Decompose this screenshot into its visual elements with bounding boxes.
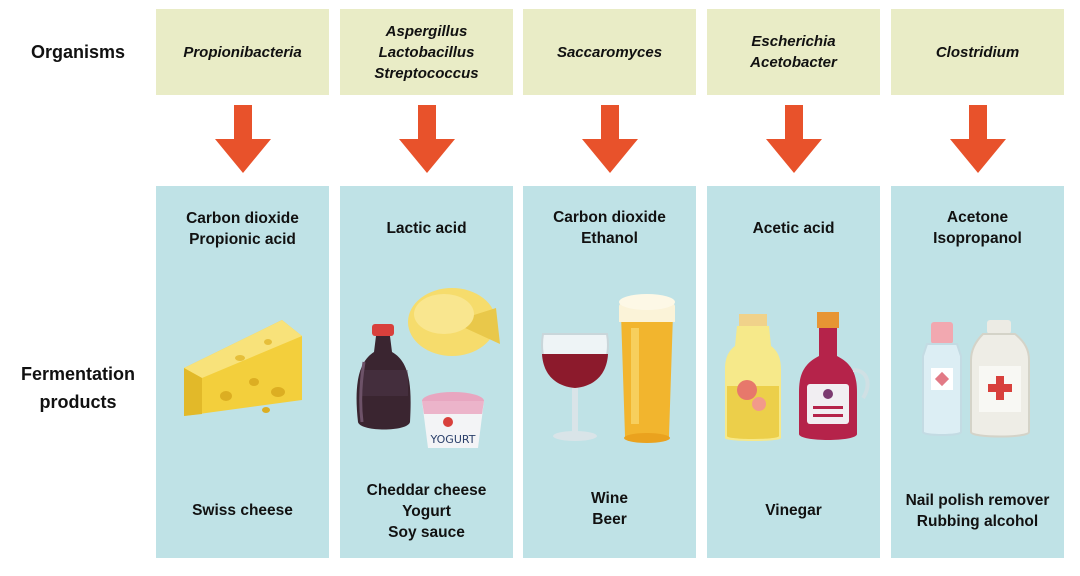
down-arrow-icon	[582, 105, 638, 173]
food-name: Rubbing alcohol	[916, 513, 1039, 530]
swiss-cheese-icon	[184, 320, 302, 416]
organism-name: Propionibacteria	[183, 43, 302, 61]
organisms-label-text: Organisms	[30, 42, 126, 62]
product-box-4: Acetic acid Vinegar	[707, 186, 880, 558]
food-name: Vinegar	[765, 502, 822, 519]
fermentation-products: Carbon dioxide Ethanol	[523, 207, 696, 249]
apple-vinegar-bottle-icon	[725, 314, 781, 441]
wine-vinegar-bottle-icon	[799, 312, 870, 440]
food-examples: Nail polish remover Rubbing alcohol	[891, 490, 1064, 532]
food-name: Swiss cheese	[192, 502, 293, 519]
organism-name: Escherichia	[751, 33, 836, 50]
product-name: Carbon dioxide	[186, 210, 299, 227]
soy-sauce-bottle-icon	[356, 324, 411, 430]
organisms-row-label: Organisms	[0, 38, 156, 66]
nail-polish-remover-bottle-icon	[922, 322, 962, 436]
down-arrow-icon	[950, 105, 1006, 173]
down-arrow-icon	[399, 105, 455, 173]
food-name: Yogurt	[402, 503, 451, 520]
lactic-acid-foods-illustration: YOGURT	[356, 288, 500, 448]
food-examples: Swiss cheese	[156, 500, 329, 521]
product-name: Carbon dioxide	[553, 209, 666, 226]
fermentation-products: Carbon dioxide Propionic acid	[156, 208, 329, 250]
organism-name: Streptococcus	[374, 64, 479, 82]
product-box-5: Acetone Isopropanol Nail polish remover …	[891, 186, 1064, 558]
food-name: Beer	[592, 511, 627, 528]
organism-name: Saccaromyces	[556, 43, 663, 61]
fermentation-products: Acetone Isopropanol	[891, 207, 1064, 249]
food-name: Cheddar cheese	[366, 482, 487, 499]
yogurt-cup-icon: YOGURT	[422, 392, 484, 448]
product-name: Isopropanol	[933, 230, 1022, 247]
fermentation-label-line1: Fermentation	[20, 364, 135, 384]
product-box-3: Carbon dioxide Ethanol Wine Beer	[523, 186, 696, 558]
food-examples: Cheddar cheese Yogurt Soy sauce	[340, 480, 513, 543]
organism-box-2: Aspergillus Lactobacillus Streptococcus	[340, 9, 513, 95]
fermentation-products: Lactic acid	[340, 218, 513, 239]
organism-box-3: Saccaromyces	[523, 9, 696, 95]
organism-name: Aspergillus	[385, 22, 468, 40]
product-name: Lactic acid	[386, 220, 467, 237]
down-arrow-icon	[766, 105, 822, 173]
product-box-2: Lactic acid YOGURT Cheddar cheese Yogurt…	[340, 186, 513, 558]
fermentation-products: Acetic acid	[707, 218, 880, 239]
product-name: Ethanol	[581, 230, 638, 247]
rubbing-alcohol-bottle-icon	[970, 320, 1030, 438]
food-name: Wine	[591, 490, 628, 507]
food-examples: Vinegar	[707, 500, 880, 521]
beer-glass-icon	[619, 294, 675, 443]
product-name: Acetone	[946, 209, 1009, 226]
alcoholic-drinks-illustration	[541, 294, 675, 443]
solvents-illustration	[922, 320, 1030, 438]
wine-glass-icon	[541, 333, 609, 441]
product-name: Propionic acid	[189, 231, 296, 248]
down-arrow-icon	[215, 105, 271, 173]
food-examples: Wine Beer	[523, 488, 696, 530]
fermentation-label-line2: products	[39, 392, 117, 412]
organism-box-1: Propionibacteria	[156, 9, 329, 95]
organism-box-4: Escherichia Acetobacter	[707, 9, 880, 95]
organism-name: Clostridium	[935, 43, 1020, 61]
yogurt-label: YOGURT	[430, 433, 476, 446]
fermentation-products-row-label: Fermentation products	[0, 360, 156, 416]
organism-name: Acetobacter	[750, 54, 837, 71]
vinegar-illustration	[725, 312, 870, 441]
organism-box-5: Clostridium	[891, 9, 1064, 95]
food-name: Soy sauce	[388, 524, 465, 541]
product-name: Acetic acid	[752, 220, 835, 237]
product-box-1: Carbon dioxide Propionic acid Swiss chee…	[156, 186, 329, 558]
cheddar-cheese-icon	[408, 288, 500, 356]
organism-name: Lactobacillus	[378, 43, 475, 61]
food-name: Nail polish remover	[905, 492, 1050, 509]
